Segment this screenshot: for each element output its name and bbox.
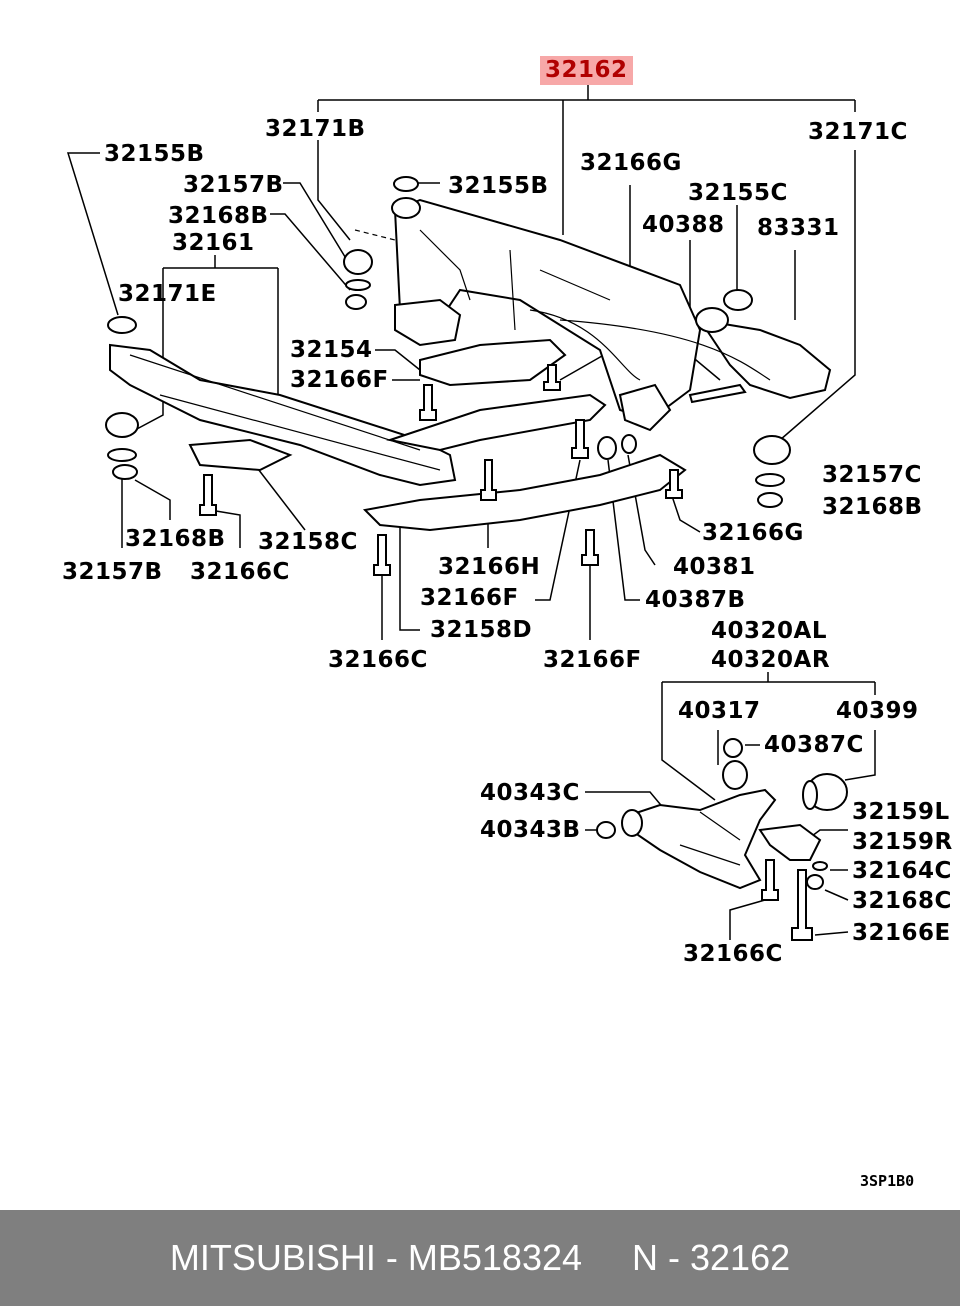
part-label-40388[interactable]: 40388 — [642, 212, 725, 238]
part-label-32166F-c[interactable]: 32166F — [543, 647, 642, 673]
lower-arm-assembly — [596, 738, 848, 941]
part-label-32171C[interactable]: 32171C — [808, 119, 908, 145]
part-label-32166G-right[interactable]: 32166G — [702, 520, 804, 546]
part-label-40343C[interactable]: 40343C — [480, 780, 580, 806]
hardware-parts — [105, 176, 791, 576]
part-label-32168B-top[interactable]: 32168B — [168, 203, 269, 229]
part-label-32157C[interactable]: 32157C — [822, 462, 922, 488]
part-label-32166E[interactable]: 32166E — [852, 920, 951, 946]
part-label-40343B[interactable]: 40343B — [480, 817, 581, 843]
part-label-83331[interactable]: 83331 — [757, 215, 840, 241]
part-label-32166G-top[interactable]: 32166G — [580, 150, 682, 176]
crossmember-frame — [109, 198, 832, 532]
part-label-32166C-bottom[interactable]: 32166C — [683, 941, 783, 967]
part-label-32157B-top[interactable]: 32157B — [183, 172, 284, 198]
part-label-40387B[interactable]: 40387B — [645, 587, 746, 613]
part-label-40317[interactable]: 40317 — [678, 698, 761, 724]
part-label-32168C[interactable]: 32168C — [852, 888, 952, 914]
footer-bar: MITSUBISHI - MB518324 N - 32162 — [0, 1210, 960, 1306]
part-label-40399[interactable]: 40399 — [836, 698, 919, 724]
part-label-32171E[interactable]: 32171E — [118, 281, 217, 307]
part-label-32159R[interactable]: 32159R — [852, 829, 953, 855]
bracket-32162 — [317, 85, 856, 441]
part-label-40387C[interactable]: 40387C — [764, 732, 864, 758]
part-label-32159L[interactable]: 32159L — [852, 799, 950, 825]
leader-lines — [66, 152, 876, 940]
part-label-32155B-top[interactable]: 32155B — [448, 173, 549, 199]
part-label-32161[interactable]: 32161 — [172, 230, 255, 256]
exploded-parts-diagram — [66, 85, 876, 941]
main-part-label[interactable]: 32162 — [540, 56, 633, 85]
diagram-code: 3SP1B0 — [860, 1172, 915, 1190]
footer-part-info: MITSUBISHI - MB518324 N - 32162 — [169, 1237, 791, 1278]
part-label-32155C[interactable]: 32155C — [688, 180, 788, 206]
part-label-40381[interactable]: 40381 — [673, 554, 756, 580]
part-label-40320AL[interactable]: 40320AL — [711, 618, 827, 644]
part-label-32164C[interactable]: 32164C — [852, 858, 952, 884]
part-label-32166C-mid[interactable]: 32166C — [328, 647, 428, 673]
part-label-32154[interactable]: 32154 — [290, 337, 373, 363]
part-label-32158C[interactable]: 32158C — [258, 529, 358, 555]
part-label-32166H[interactable]: 32166H — [438, 554, 541, 580]
part-label-32166F-b[interactable]: 32166F — [420, 585, 519, 611]
part-label-32168B-bottom[interactable]: 32168B — [125, 526, 226, 552]
part-label-32168B-right[interactable]: 32168B — [822, 494, 923, 520]
part-label-40320AR[interactable]: 40320AR — [711, 647, 831, 673]
part-label-32155B-left[interactable]: 32155B — [104, 141, 205, 167]
part-label-32166C-left[interactable]: 32166C — [190, 559, 290, 585]
part-label-32158D[interactable]: 32158D — [430, 617, 533, 643]
part-label-32166F-a[interactable]: 32166F — [290, 367, 389, 393]
part-label-32157B-bottom[interactable]: 32157B — [62, 559, 163, 585]
part-label-32171B[interactable]: 32171B — [265, 116, 366, 142]
